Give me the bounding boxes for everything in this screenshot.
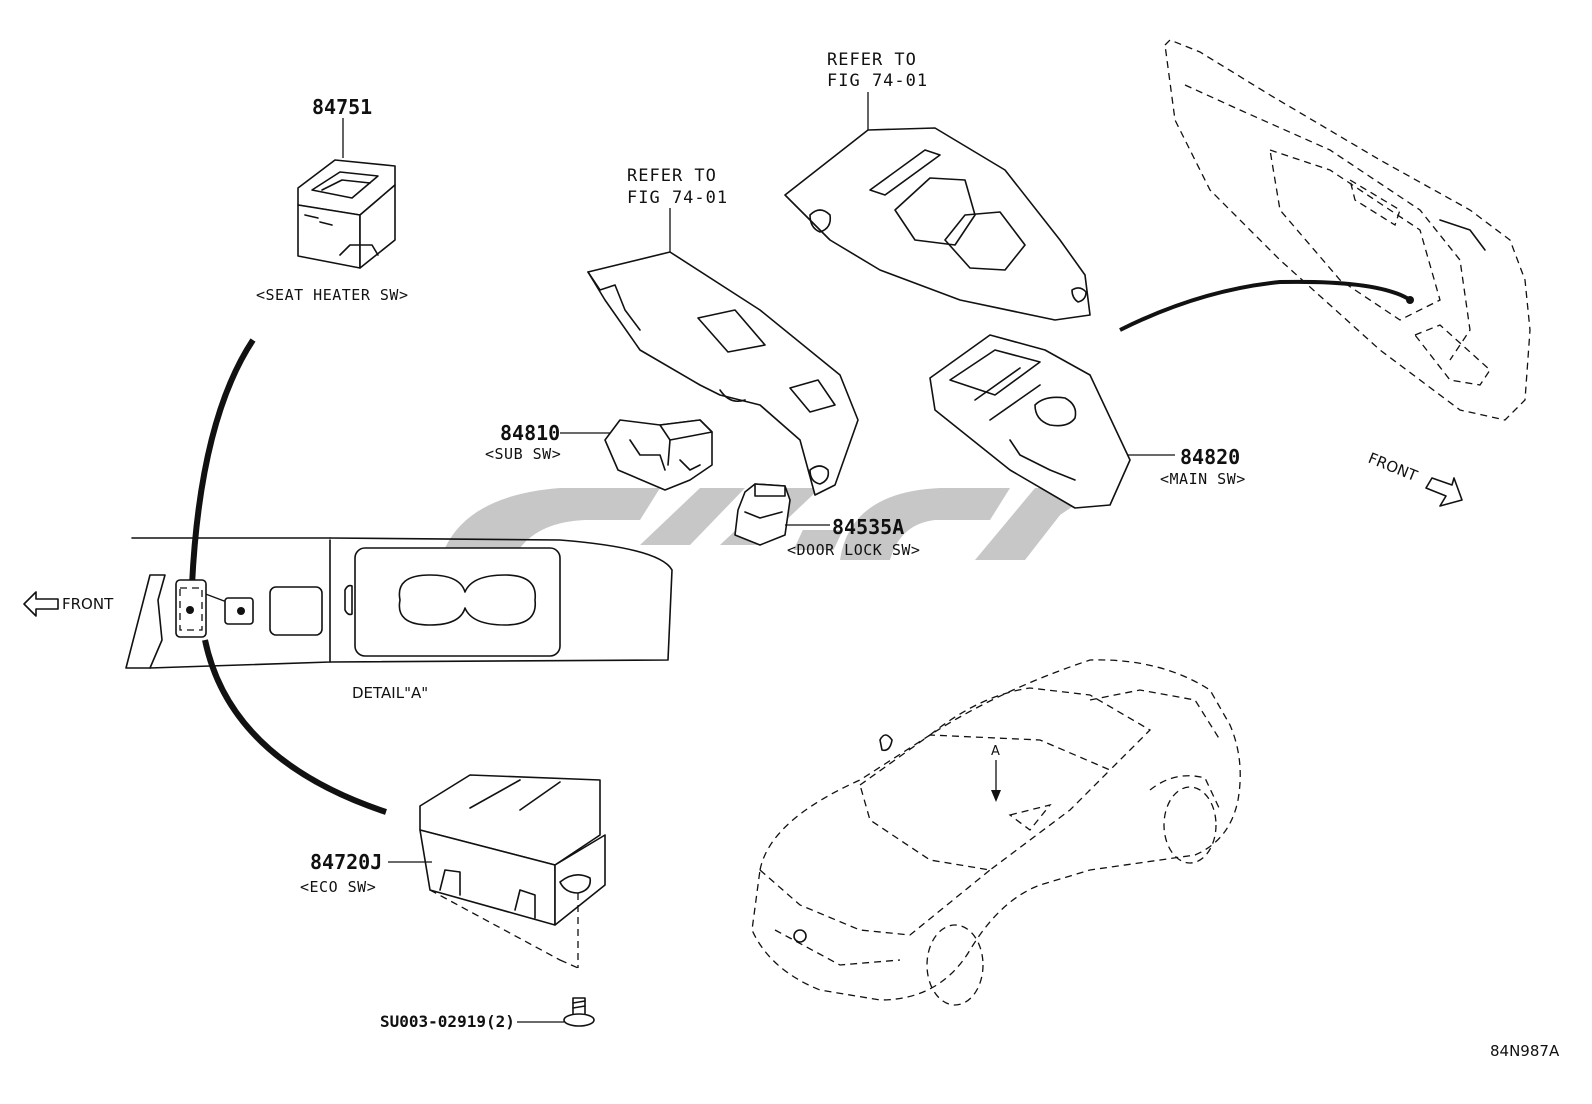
door-lock-switch-label: <DOOR LOCK SW> xyxy=(787,541,921,559)
seat-heater-switch-drawing xyxy=(297,118,396,269)
console-detail-drawing xyxy=(125,537,673,669)
eco-switch-label: <ECO SW> xyxy=(300,878,377,896)
detail-curve-upper xyxy=(189,338,256,586)
sub-switch-label: <SUB SW> xyxy=(485,445,562,463)
main-switch-bezel-drawing xyxy=(784,92,1091,321)
eco-switch-drawing xyxy=(388,774,606,1027)
door-lock-switch-drawing xyxy=(734,483,830,546)
part-number-84720j: 84720J xyxy=(310,850,383,874)
detail-label: DETAIL"A" xyxy=(352,684,429,702)
part-number-84820: 84820 xyxy=(1180,445,1241,469)
front-arrow-left xyxy=(23,591,59,617)
main-switch-label: <MAIN SW> xyxy=(1160,470,1246,488)
part-number-screw: SU003-02919(2) xyxy=(380,1012,515,1031)
door-panel-drawing xyxy=(1119,39,1531,421)
reference-upper-line1: REFER TO xyxy=(827,50,917,70)
front-arrow-right xyxy=(1425,477,1463,507)
sub-switch-drawing xyxy=(560,419,713,491)
window-switch-bezel-drawing xyxy=(587,208,859,496)
detail-curve-lower xyxy=(202,639,387,815)
part-number-84535a: 84535A xyxy=(832,515,905,539)
view-marker-label: A xyxy=(991,744,1000,759)
figure-code: 84N987A xyxy=(1490,1042,1560,1060)
reference-lower-line2: FIG 74-01 xyxy=(627,188,729,208)
front-label-left: FRONT xyxy=(62,595,114,613)
car-drawing xyxy=(751,659,1241,1006)
part-number-84751: 84751 xyxy=(312,95,373,119)
part-number-84810: 84810 xyxy=(500,421,561,445)
reference-upper-line2: FIG 74-01 xyxy=(827,71,929,91)
main-switch-drawing xyxy=(929,334,1175,509)
seat-heater-switch-label: <SEAT HEATER SW> xyxy=(256,286,409,304)
reference-lower-line1: REFER TO xyxy=(627,166,717,186)
